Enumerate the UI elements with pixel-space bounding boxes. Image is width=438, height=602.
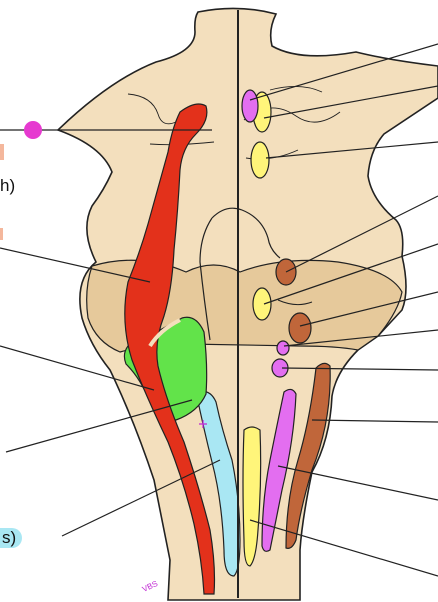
inner-contour-3 (277, 299, 313, 306)
leader-right-10 (277, 465, 438, 501)
leader-right-5 (263, 243, 438, 305)
leader-right-1 (249, 43, 438, 101)
leader-right-9 (311, 419, 438, 423)
leader-right-4 (285, 195, 438, 273)
leader-left-1 (0, 247, 151, 283)
plus-mark (199, 420, 207, 428)
leader-right-11 (249, 519, 438, 577)
leader-right-8 (281, 367, 438, 371)
leader-right-3 (265, 141, 438, 159)
sulcus-line-1 (127, 93, 177, 125)
leader-left-4 (61, 459, 221, 537)
column-yellow (242, 426, 262, 567)
leader-right-6 (299, 291, 438, 327)
label-fragment-peach-2 (0, 228, 3, 240)
leader-right-2 (263, 85, 438, 119)
nucleus-violet-2 (276, 340, 290, 356)
tract-red-highlight (148, 318, 181, 348)
leader-right-7 (283, 329, 438, 347)
pointer-magenta-dot (24, 121, 42, 139)
label-left-lower: s) (0, 528, 23, 548)
label-left-upper: h) (0, 176, 16, 195)
nucleus-brown-2 (288, 312, 312, 344)
leader-left-2 (0, 345, 155, 391)
nucleus-yellow-3 (252, 287, 272, 321)
nucleus-violet-1 (241, 89, 259, 123)
sulcus-line-4 (269, 86, 323, 93)
inner-contour-2 (199, 217, 213, 341)
column-violet (261, 388, 297, 552)
inner-contour-1 (211, 207, 281, 259)
nucleus-yellow-2 (250, 141, 270, 179)
label-fragment-peach-1 (0, 144, 4, 160)
column-brown (285, 362, 331, 549)
leader-left-3 (5, 399, 193, 453)
motor-tract-red (124, 103, 216, 595)
